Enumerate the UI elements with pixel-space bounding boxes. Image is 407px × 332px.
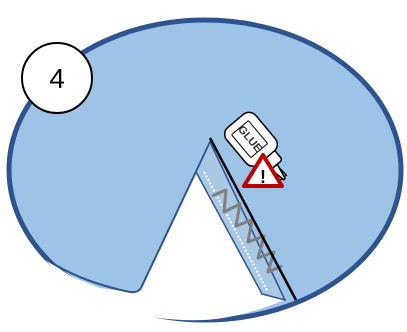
- warning-symbol: !: [260, 167, 266, 187]
- step-number: 4: [49, 63, 65, 94]
